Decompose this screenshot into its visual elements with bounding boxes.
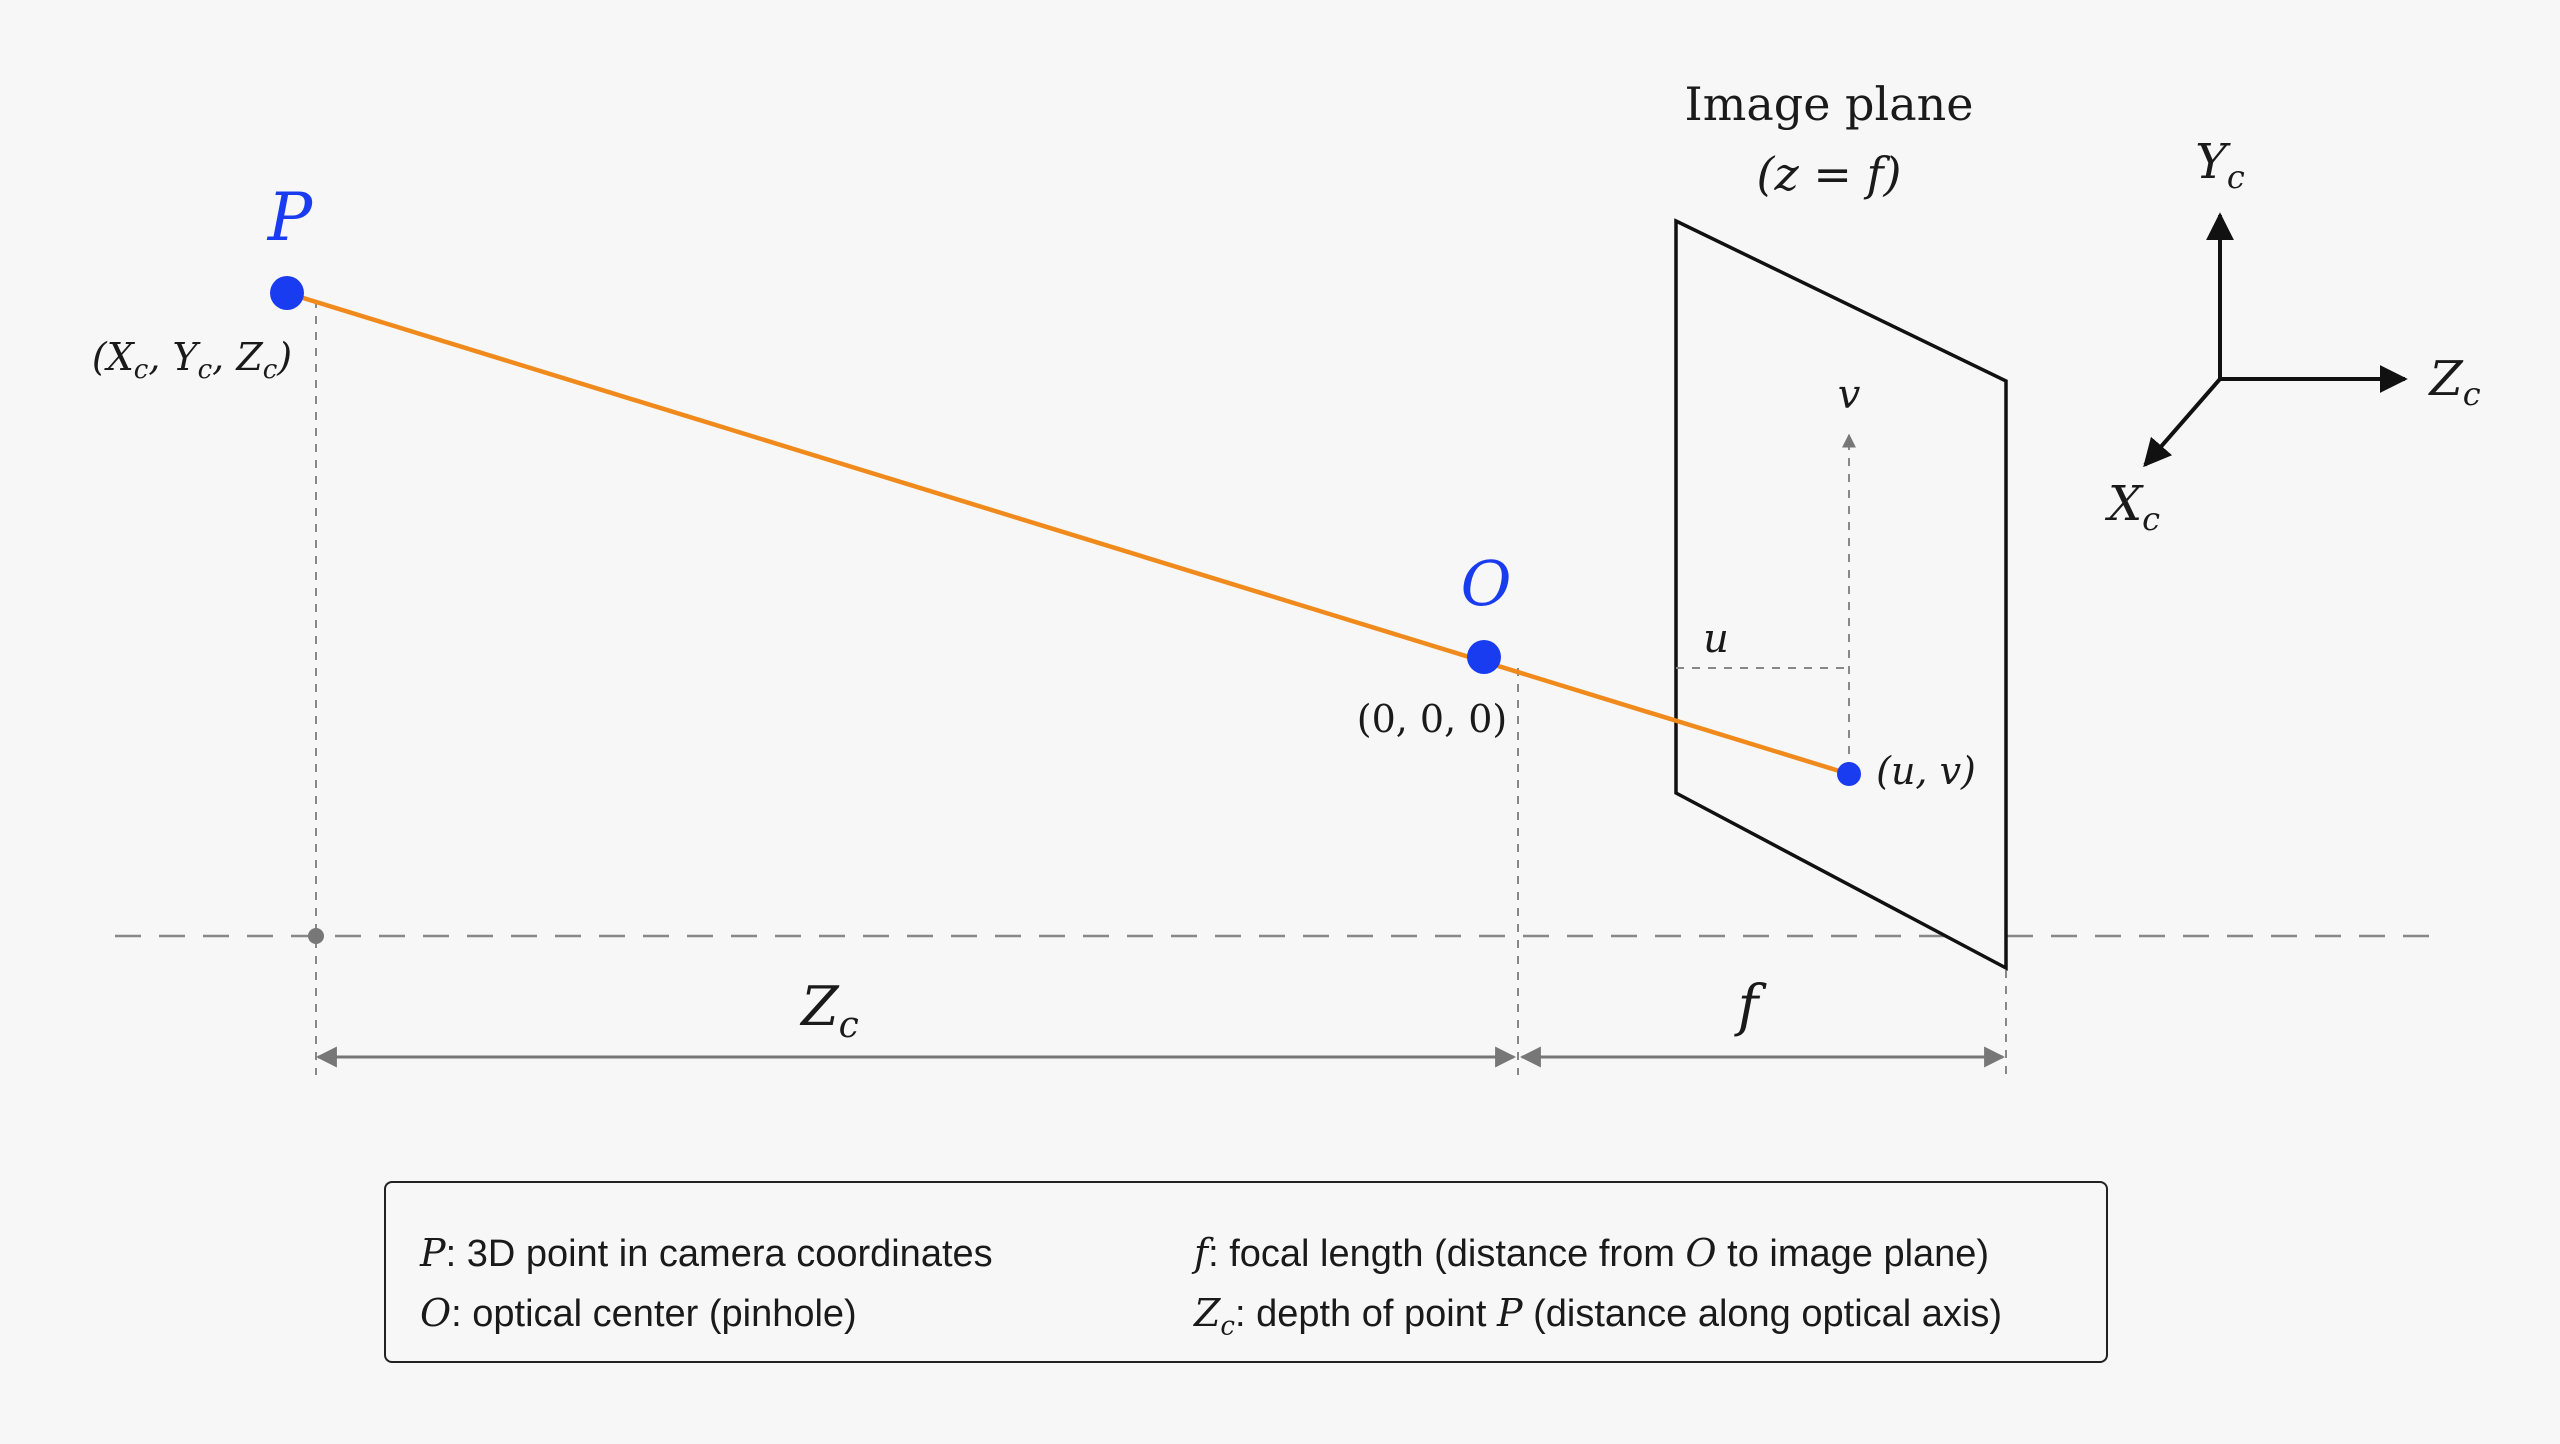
axis-Z-label: Zc xyxy=(2427,351,2480,413)
point-uv-dot xyxy=(1837,762,1861,786)
legend-item-P: P: 3D point in camera coordinates xyxy=(420,1231,993,1276)
legend-item-O: O: optical center (pinhole) xyxy=(420,1291,857,1336)
legend-text-Zc-tail: (distance along optical axis) xyxy=(1522,1293,2003,1335)
point-uv-coords: (u, v) xyxy=(1876,749,1976,793)
axis-X-arrow xyxy=(2143,377,2222,468)
legend-text-f: : focal length (distance from xyxy=(1208,1233,1686,1275)
legend-symbol-Zc-P: P xyxy=(1496,1291,1523,1335)
point-P-coords: (Xc, Yc, Zc) xyxy=(92,335,292,385)
image-plane-equation: (z = f) xyxy=(1757,147,1902,201)
point-P-label: P xyxy=(267,179,314,256)
axis-X-label: Xc xyxy=(2104,476,2160,538)
projection-ray xyxy=(286,290,1850,777)
legend-symbol-f-O: O xyxy=(1685,1231,1717,1275)
legend-text-P: : 3D point in camera coordinates xyxy=(445,1233,993,1275)
axis-v-label: v xyxy=(1838,372,1861,418)
point-O-dot xyxy=(1467,640,1501,674)
image-plane-title: Image plane xyxy=(1685,77,1974,131)
image-plane xyxy=(1674,218,2008,971)
legend-item-f: f: focal length (distance from O to imag… xyxy=(1194,1231,1989,1276)
legend-symbol-Zc: Zc xyxy=(1194,1291,1235,1342)
dimension-f-label: f xyxy=(1734,974,1768,1039)
legend-text-f-tail: to image plane) xyxy=(1716,1233,1990,1275)
axis-u-label: u xyxy=(1703,616,1729,662)
legend-item-Zc: Zc: depth of point P (distance along opt… xyxy=(1194,1291,2002,1342)
legend-symbol-O: O xyxy=(420,1291,452,1335)
P-foot-dot xyxy=(308,928,324,944)
point-O-coords: (0, 0, 0) xyxy=(1357,697,1508,741)
dimension-Zc-label: Zc xyxy=(799,975,859,1046)
axis-Y-label: Yc xyxy=(2195,134,2245,196)
legend-text-O: : optical center (pinhole) xyxy=(451,1293,857,1335)
point-O-label: O xyxy=(1461,547,1512,620)
legend-symbol-f: f xyxy=(1194,1231,1209,1275)
legend-text-Zc: : depth of point xyxy=(1234,1293,1497,1335)
legend-symbol-P: P xyxy=(420,1231,446,1275)
point-P-dot xyxy=(270,276,304,310)
legend-box: P: 3D point in camera coordinates O: opt… xyxy=(384,1181,2108,1363)
